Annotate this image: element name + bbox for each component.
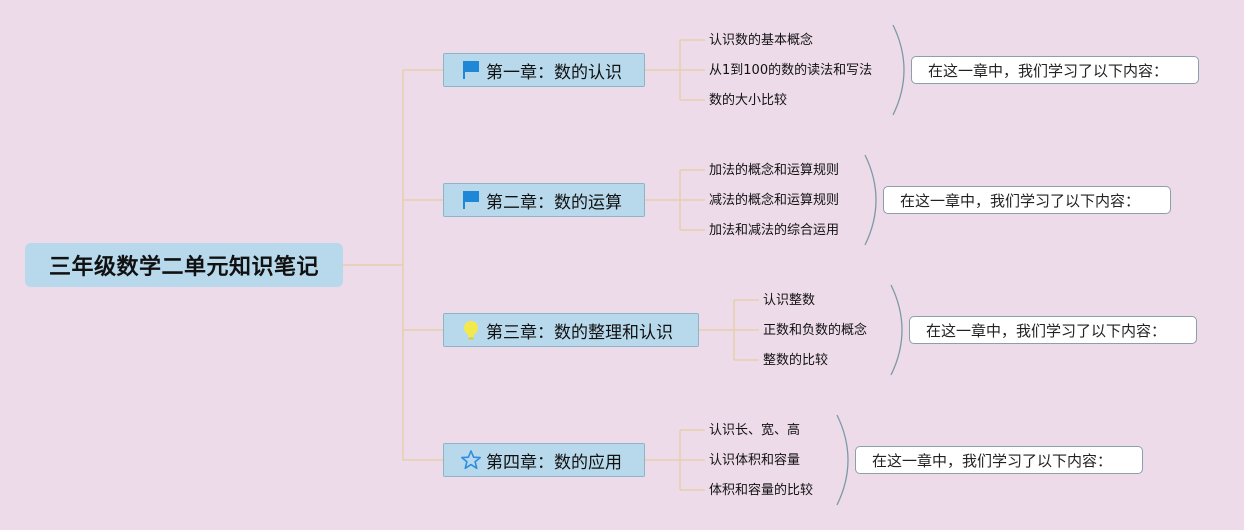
chapter-2-item-2[interactable]: 减法的概念和运算规则 — [709, 193, 840, 208]
lightbulb-icon — [460, 319, 482, 341]
chapter-4-node[interactable]: 第四章：数的应用 — [443, 443, 645, 477]
chapter-1-item-3[interactable]: 数的大小比较 — [709, 93, 788, 108]
chapter-1-summary[interactable]: 在这一章中，我们学习了以下内容： — [911, 56, 1199, 84]
chapter-3-node[interactable]: 第三章：数的整理和认识 — [443, 313, 699, 347]
root-node[interactable]: 三年级数学二单元知识笔记 — [25, 243, 343, 287]
chapter-4-item-2[interactable]: 认识体积和容量 — [709, 453, 801, 468]
chapter-4-title: 第四章：数的应用 — [486, 452, 622, 473]
chapter-2-title: 第二章：数的运算 — [486, 192, 622, 213]
chapter-4-item-3[interactable]: 体积和容量的比较 — [709, 483, 814, 498]
chapter-2-item-3[interactable]: 加法和减法的综合运用 — [709, 223, 840, 238]
chapter-3-item-3[interactable]: 整数的比较 — [763, 353, 829, 368]
chapter-3-title: 第三章：数的整理和认识 — [486, 322, 673, 343]
chapter-1-title: 第一章：数的认识 — [486, 62, 622, 83]
chapter-1-node[interactable]: 第一章：数的认识 — [443, 53, 645, 87]
chapter-3-summary[interactable]: 在这一章中，我们学习了以下内容： — [909, 316, 1197, 344]
chapter-2-node[interactable]: 第二章：数的运算 — [443, 183, 645, 217]
flag-icon — [460, 189, 482, 211]
chapter-4-summary-brace — [836, 414, 849, 506]
flag-icon — [460, 59, 482, 81]
chapter-2-summary-brace — [864, 154, 877, 246]
chapter-3-item-1[interactable]: 认识整数 — [763, 293, 816, 308]
chapter-2-item-1[interactable]: 加法的概念和运算规则 — [709, 163, 840, 178]
chapter-4-item-1[interactable]: 认识长、宽、高 — [709, 423, 801, 438]
chapter-1-summary-brace — [892, 24, 905, 116]
chapter-1-item-2[interactable]: 从1到100的数的读法和写法 — [709, 63, 873, 78]
chapter-2-summary[interactable]: 在这一章中，我们学习了以下内容： — [883, 186, 1171, 214]
chapter-1-item-1[interactable]: 认识数的基本概念 — [709, 33, 814, 48]
star-icon — [460, 449, 482, 471]
chapter-4-summary[interactable]: 在这一章中，我们学习了以下内容： — [855, 446, 1143, 474]
chapter-3-summary-brace — [890, 284, 903, 376]
chapter-3-item-2[interactable]: 正数和负数的概念 — [763, 323, 868, 338]
